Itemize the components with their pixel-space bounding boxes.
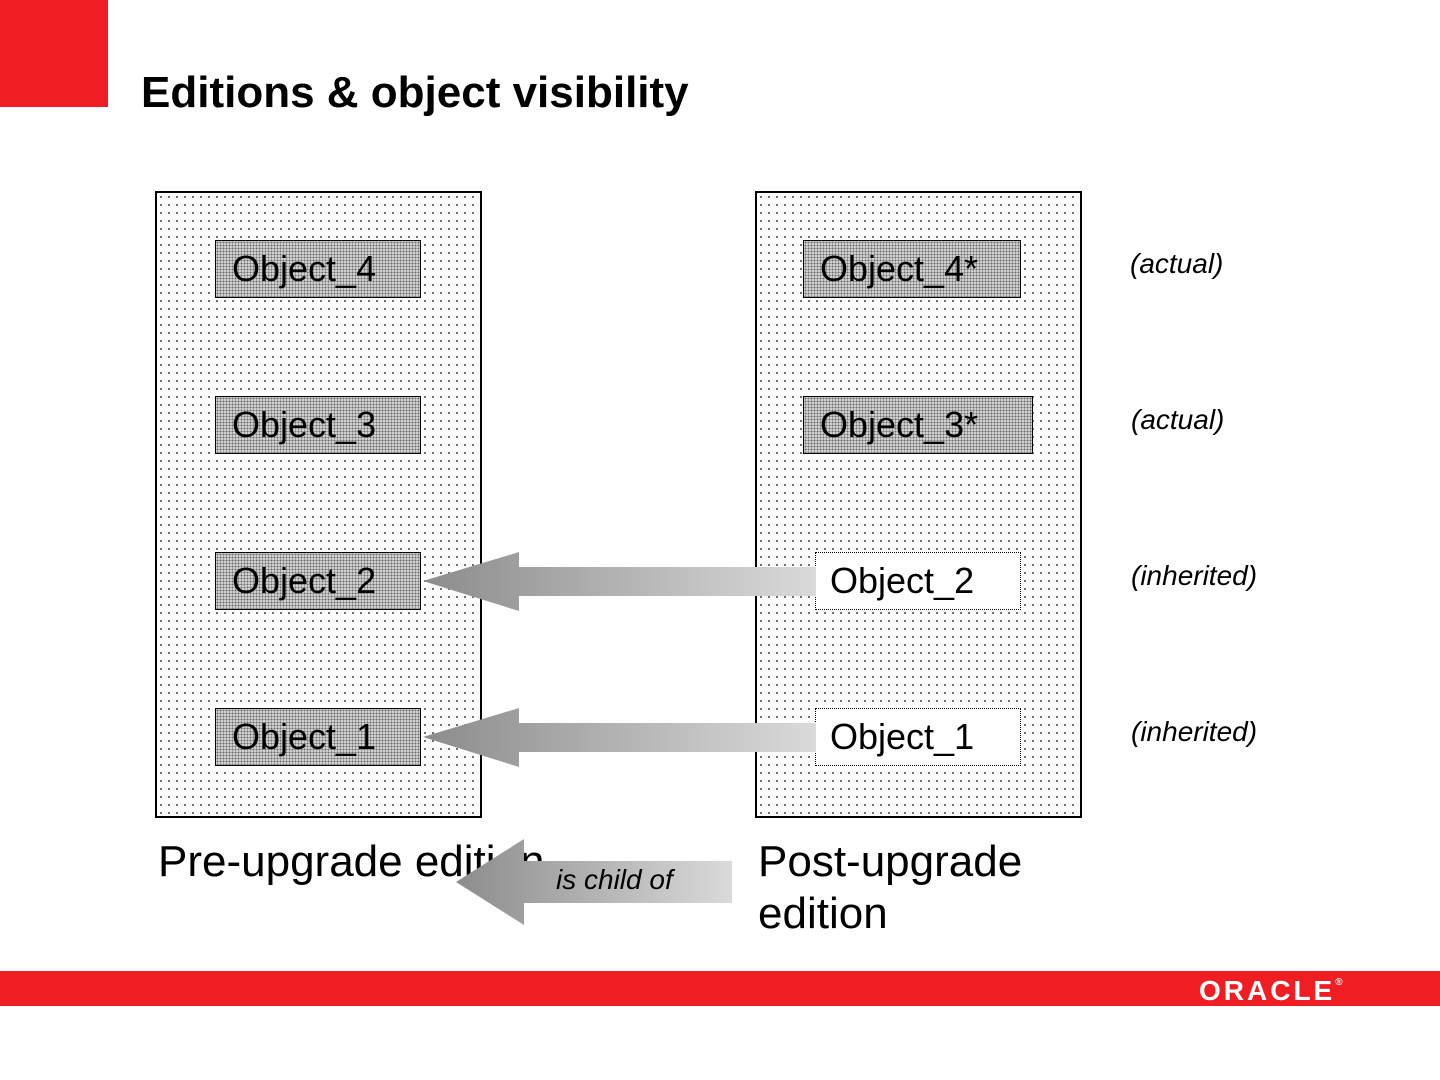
pre-object-1: Object_1 (215, 708, 421, 766)
note-inherited-1: (inherited) (1131, 560, 1258, 591)
note-actual-1: (actual) (1130, 248, 1224, 279)
note-actual-2: (actual) (1131, 404, 1225, 435)
pre-upgrade-label: Pre-upgrade edition (158, 837, 545, 886)
pre-object-3: Object_3 (215, 396, 421, 454)
post-object-3: Object_3* (803, 396, 1033, 454)
oracle-logo: ORACLE® (1199, 975, 1343, 1006)
footer-brand-bar (0, 971, 1440, 1006)
pre-object-2: Object_2 (215, 552, 421, 610)
pre-object-4: Object_4 (215, 240, 421, 298)
post-object-1: Object_1 (815, 708, 1021, 766)
post-object-4: Object_4* (803, 240, 1021, 298)
brand-corner-block (0, 0, 108, 107)
page-title: Editions & object visibility (141, 68, 689, 117)
post-upgrade-label-line2: edition (758, 889, 888, 938)
post-object-2: Object_2 (815, 552, 1021, 610)
post-upgrade-label-line1: Post-upgrade (758, 837, 1023, 886)
note-inherited-2: (inherited) (1131, 716, 1258, 747)
is-child-of-label: is child of (556, 864, 673, 895)
